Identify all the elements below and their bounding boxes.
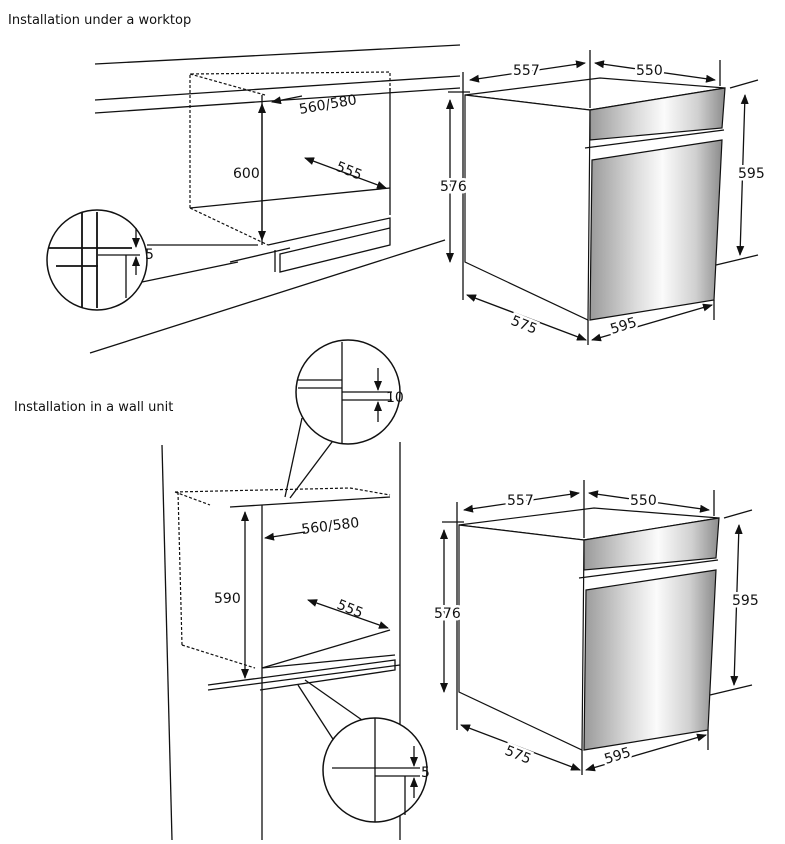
- oven-bottom-depth-label: 575: [509, 313, 540, 338]
- niche-width-label: 560/580: [298, 92, 358, 118]
- wall-oven-side-height-label: 576: [434, 606, 461, 622]
- oven-top: [446, 50, 759, 345]
- section-title-wall-unit: Installation in a wall unit: [14, 400, 173, 415]
- wall-oven-bottom-width-label: 595: [602, 745, 632, 768]
- detail-top-gap-label: 10: [386, 390, 404, 406]
- niche-height-label: 600: [233, 166, 260, 182]
- detail-gap-label: 5: [145, 247, 154, 263]
- oven-top-depth-label: 557: [513, 63, 540, 79]
- detail-circle-wall-top: [284, 339, 401, 499]
- detail-circle-worktop: [46, 209, 258, 311]
- wall-oven-front-height-label: 595: [732, 593, 759, 609]
- wall-niche-height-label: 590: [214, 591, 241, 607]
- oven-wall: [440, 480, 753, 775]
- oven-side-height-label: 576: [440, 179, 467, 195]
- detail-bottom-gap-label: 5: [421, 765, 430, 781]
- niche-depth-label: 555: [334, 159, 365, 184]
- wall-oven-bottom-depth-label: 575: [503, 743, 534, 768]
- oven-top-width-label: 550: [636, 63, 663, 79]
- wall-niche-width-label: 560/580: [301, 515, 361, 538]
- wall-oven-top-width-label: 550: [630, 493, 657, 509]
- oven-bottom-width-label: 595: [608, 315, 638, 338]
- oven-front-height-label: 595: [738, 166, 765, 182]
- wall-unit-niche: [161, 442, 401, 841]
- section-title-worktop: Installation under a worktop: [8, 13, 191, 28]
- worktop-niche: [89, 44, 461, 354]
- detail-circle-wall-bottom: [297, 679, 428, 823]
- wall-oven-top-depth-label: 557: [507, 493, 534, 509]
- wall-niche-depth-label: 555: [335, 597, 366, 622]
